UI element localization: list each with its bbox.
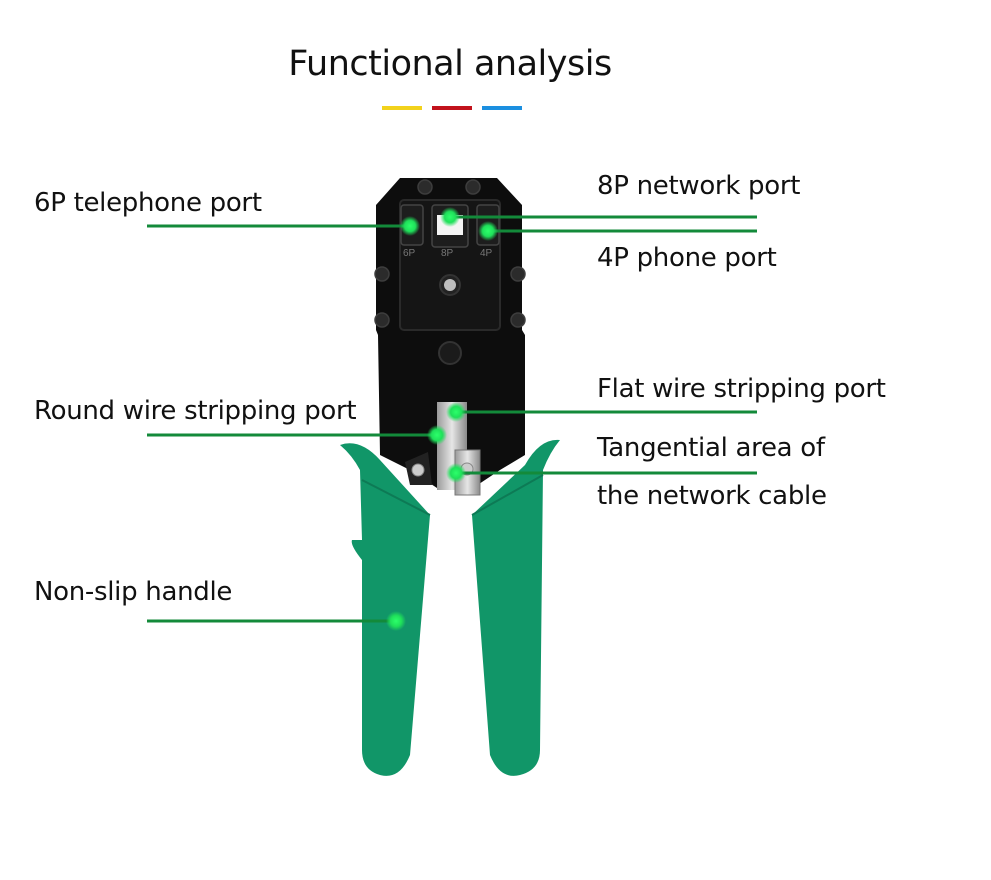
die-marking-4p: 4P — [480, 248, 493, 259]
callout-dots — [386, 207, 498, 631]
label-6p-telephone-port: 6P telephone port — [34, 188, 262, 218]
label-flat-wire-stripping-port: Flat wire stripping port — [597, 374, 886, 404]
dot-4p — [478, 221, 498, 241]
handle-left — [340, 443, 431, 776]
dot-6p — [400, 216, 420, 236]
dot-8p — [440, 207, 460, 227]
dot-flat — [446, 402, 466, 422]
label-8p-network-port: 8P network port — [597, 171, 801, 201]
label-tangential-area-line1: Tangential area of — [597, 433, 825, 463]
label-round-wire-stripping-port: Round wire stripping port — [34, 396, 357, 426]
accent-bar-red — [432, 106, 472, 110]
dot-handle — [386, 611, 406, 631]
label-4p-phone-port: 4P phone port — [597, 243, 777, 273]
dot-round — [427, 425, 447, 445]
accent-bar-blue — [482, 106, 522, 110]
label-tangential-area-line2: the network cable — [597, 481, 827, 511]
accent-bar-yellow — [382, 106, 422, 110]
handle-right — [471, 439, 560, 776]
dot-cutter — [446, 463, 466, 483]
die-marking-6p: 6P — [403, 248, 416, 259]
page-title: Functional analysis — [288, 44, 612, 84]
die-marking-8p: 8P — [441, 248, 454, 259]
leader-lines — [147, 215, 757, 623]
label-non-slip-handle: Non-slip handle — [34, 577, 233, 607]
